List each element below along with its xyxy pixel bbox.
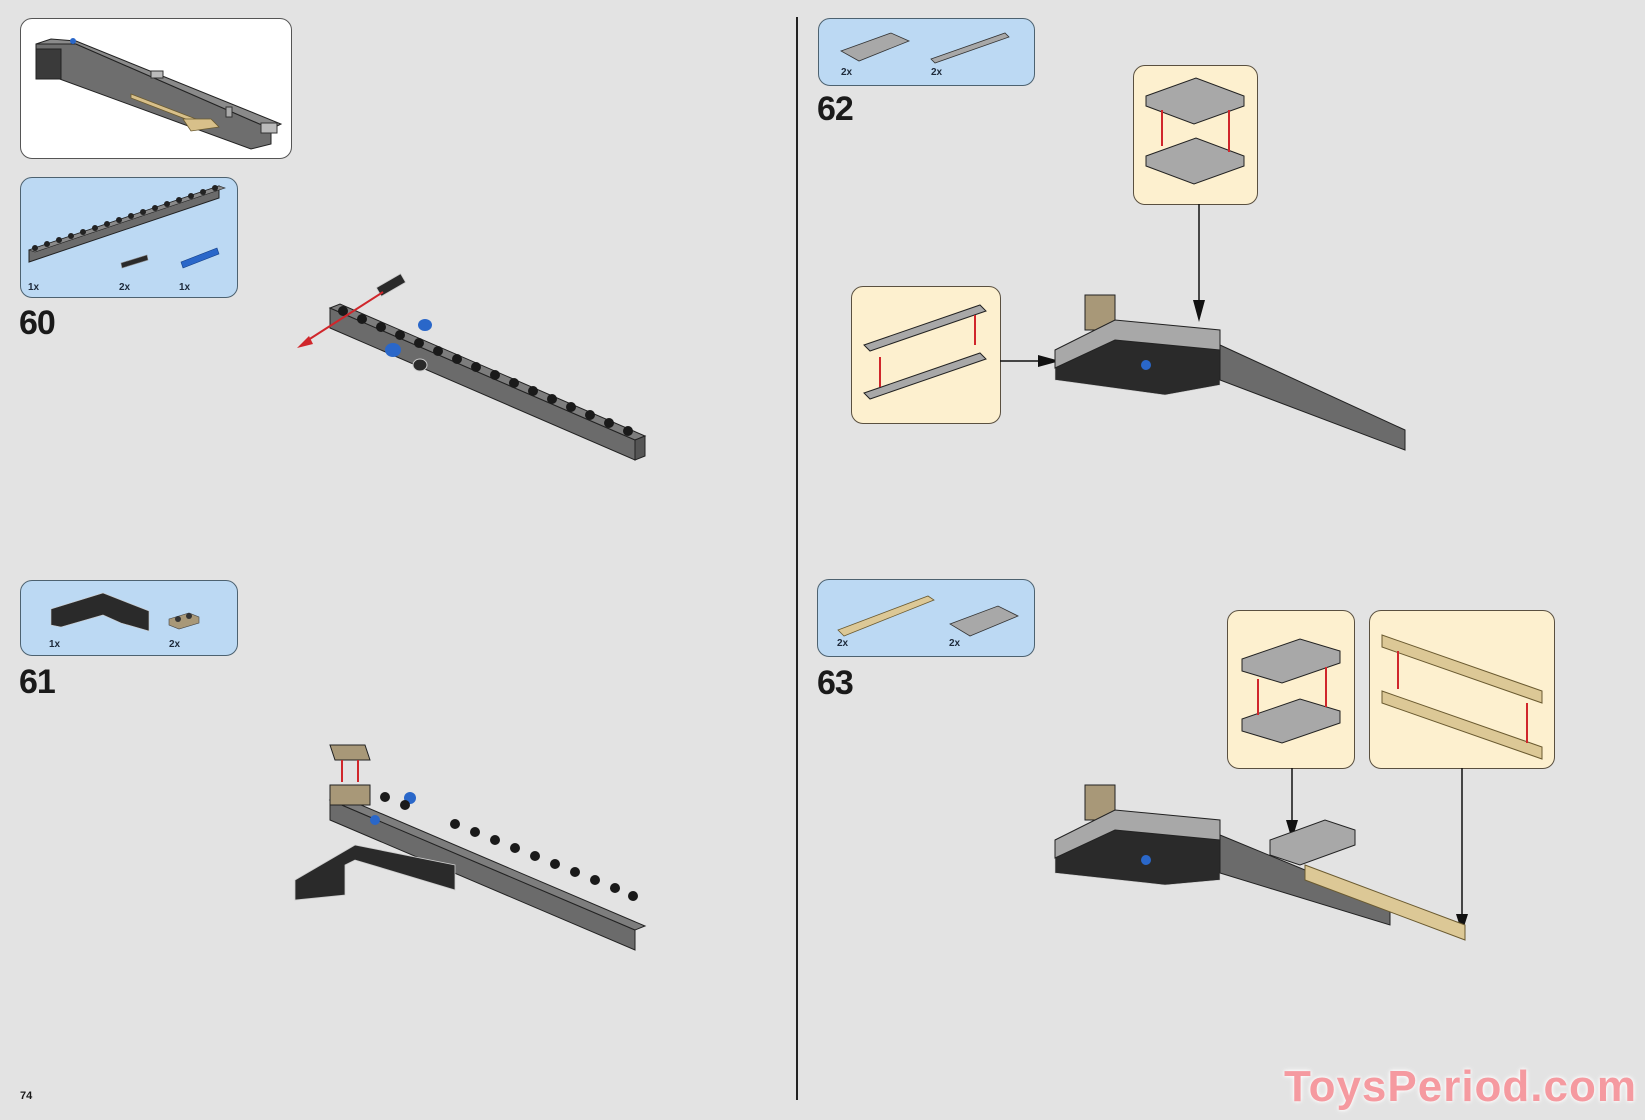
arrow-right-icon <box>1000 355 1060 367</box>
watermark: ToysPeriod.com <box>1283 1062 1637 1111</box>
arrow-down-icon <box>1286 768 1298 840</box>
step-number-61: 61 <box>19 663 56 701</box>
build-overview-box <box>20 18 292 159</box>
parts-illustration <box>840 32 1010 64</box>
plate-stack-illustration <box>863 304 987 400</box>
page-number: 74 <box>20 1090 33 1102</box>
overview-model-illustration <box>35 38 283 150</box>
step-62-subassembly-2x4 <box>1133 65 1258 205</box>
step-61-parts-callout: 1x 2x <box>20 580 238 656</box>
part-qty-1: 1x <box>49 639 61 650</box>
step-63-parts-callout: 2x 2x <box>817 579 1035 657</box>
part-qty-1: 2x <box>841 67 853 78</box>
step-number-60: 60 <box>19 304 56 342</box>
step-number-63: 63 <box>817 664 854 702</box>
plate-stack-illustration <box>1241 638 1341 744</box>
plate-stack-illustration <box>1381 634 1543 760</box>
step-62-model-illustration <box>1054 294 1406 451</box>
part-qty-3: 1x <box>179 282 191 293</box>
parts-illustration <box>28 185 226 269</box>
step-62-parts-callout: 2x 2x <box>818 18 1035 86</box>
part-qty-1: 2x <box>837 638 849 649</box>
page-divider <box>796 17 798 1100</box>
part-qty-2: 2x <box>119 282 131 293</box>
step-60-model-illustration <box>297 273 647 461</box>
step-63-subassembly-1x8 <box>1369 610 1555 769</box>
parts-illustration <box>837 595 1019 637</box>
part-qty-2: 2x <box>931 67 943 78</box>
part-qty-1: 1x <box>28 282 40 293</box>
step-number-62: 62 <box>817 90 854 128</box>
step-61-model-illustration <box>294 744 647 951</box>
arrow-down-icon <box>1193 204 1205 322</box>
step-62-subassembly-1x6 <box>851 286 1001 424</box>
plate-stack-illustration <box>1145 77 1245 185</box>
step-63-subassembly-2x4 <box>1227 610 1355 769</box>
step-60-parts-callout: 1x 2x 1x <box>20 177 238 298</box>
part-qty-2: 2x <box>949 638 961 649</box>
part-qty-2: 2x <box>169 639 181 650</box>
parts-illustration <box>50 592 200 632</box>
step-63-model-illustration <box>1054 784 1466 941</box>
